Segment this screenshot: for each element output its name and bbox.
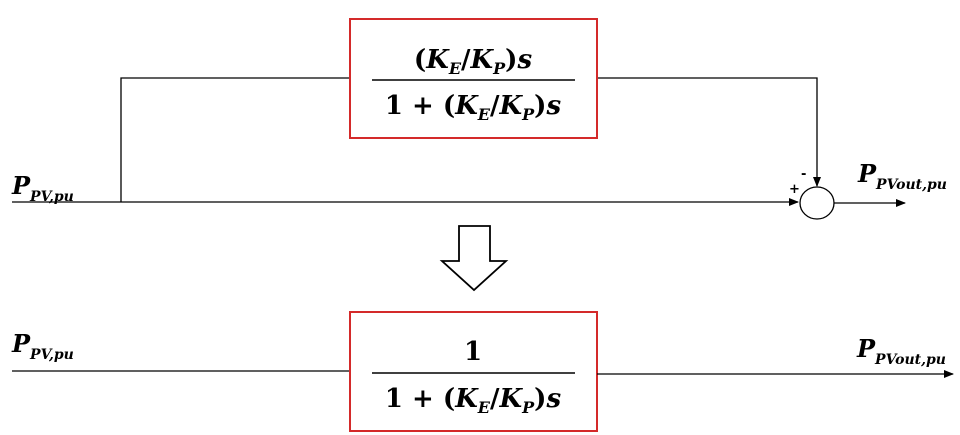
top-feedback-line	[597, 77, 821, 187]
top-input-label: PPV,pu	[11, 171, 74, 205]
top-block-denominator: 1 + (KE/KP)s	[385, 91, 562, 124]
bottom-input-label: PPV,pu	[11, 329, 74, 363]
reduction-arrow-icon	[439, 225, 509, 292]
top-output-label: PPVout,pu	[857, 159, 947, 193]
summing-plus-sign: +	[789, 182, 800, 197]
top-transfer-block	[349, 18, 598, 139]
bottom-output-label: PPVout,pu	[856, 334, 946, 368]
summing-junction	[799, 186, 835, 220]
bottom-block-denominator: 1 + (KE/KP)s	[385, 384, 562, 417]
top-branch-line	[120, 77, 350, 202]
bottom-transfer-block	[349, 311, 598, 432]
summing-minus-sign: -	[801, 167, 806, 182]
bottom-block-numerator: 1	[464, 337, 482, 367]
top-block-numerator: (KE/KP)s	[414, 45, 533, 78]
